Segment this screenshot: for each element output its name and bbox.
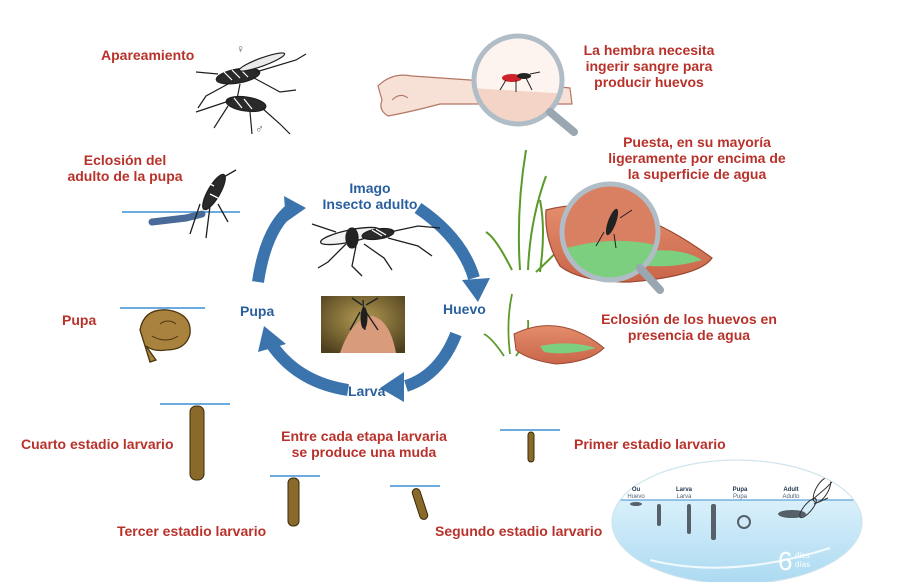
inset-adult-label: Adult Adulto (778, 487, 804, 501)
egg-laying-drawing (485, 149, 713, 294)
inset-days-es: días (795, 560, 811, 569)
inset-pupa-es: Pupa (732, 494, 747, 500)
fourth-instar-larva (189, 405, 205, 481)
pupa-drawing (120, 307, 205, 363)
egg-hatching-line1: Eclosión de los huevos en (601, 311, 777, 327)
egg-laying-line2: ligeramente por encima de (608, 150, 786, 166)
arrow-larva-to-pupa (264, 338, 350, 396)
inset-pupa-en: Pupa (732, 487, 748, 493)
inset-adult-es: Adulto (782, 494, 800, 500)
cycle-pupa-label: Pupa (240, 303, 275, 319)
inset-days-en: dies (795, 551, 810, 560)
fourth-instar-label: Cuarto estadio larvario (21, 436, 174, 452)
second-instar-label: Segundo estadio larvario (435, 523, 603, 539)
inset-egg-label: Ou Huevo (624, 487, 648, 501)
cycle-larva-label: Larva (348, 383, 386, 399)
egg-hatching-drawing (483, 293, 605, 365)
emergence-line1: Eclosión del (83, 152, 167, 168)
inset-pupa-label: Pupa Pupa (728, 487, 752, 501)
adult-mosquito-drawing (311, 223, 441, 277)
third-instar-label: Tercer estadio larvario (117, 523, 267, 539)
inset-egg-es: Huevo (627, 494, 645, 500)
second-instar-larva (411, 488, 429, 520)
cycle-egg-label: Huevo (443, 301, 486, 317)
molt-note-label: Entre cada etapa larvaria se produce una… (268, 428, 460, 460)
inset-adult-en: Adult (783, 487, 799, 493)
adult-label-line2: Insecto adulto (322, 196, 418, 212)
pupa-stage-label: Pupa (62, 312, 97, 328)
third-instar-larva (287, 477, 300, 527)
inset-larva-label: Larva Larva (672, 487, 696, 501)
blood-meal-line3: producir huevos (594, 74, 704, 90)
six-day-cycle-inset (611, 459, 863, 582)
mosquito-photo (321, 296, 405, 353)
first-instar-larva (527, 431, 535, 463)
adult-label-line1: Imago (349, 180, 391, 196)
egg-laying-line3: la superficie de agua (627, 166, 767, 182)
blood-meal-drawing (377, 33, 578, 136)
female-symbol: ♀ (236, 42, 245, 56)
mating-label: Apareamiento (101, 47, 195, 63)
emergence-line2: adulto de la pupa (67, 168, 183, 184)
arrow-egg-to-larva (403, 331, 462, 392)
blood-meal-label: La hembra necesita ingerir sangre para p… (574, 42, 724, 90)
male-symbol: ♂ (255, 122, 264, 136)
larva-drawings (160, 403, 560, 527)
mating-mosquitoes-drawing (195, 52, 307, 135)
first-instar-label: Primer estadio larvario (574, 436, 726, 452)
inset-larva-en: Larva (675, 487, 692, 493)
molt-note-line2: se produce una muda (291, 444, 437, 460)
egg-hatching-line2: presencia de agua (627, 327, 751, 343)
emergence-label: Eclosión del adulto de la pupa (55, 152, 195, 184)
egg-hatching-label: Eclosión de los huevos en presencia de a… (596, 311, 782, 343)
inset-days-text: dies días (795, 551, 810, 569)
egg-laying-line1: Puesta, en su mayoría (623, 134, 771, 150)
blood-meal-line2: ingerir sangre para (585, 58, 713, 74)
inset-larva-es: Larva (676, 494, 692, 500)
cycle-adult-label: Imago Insecto adulto (320, 180, 420, 212)
egg-laying-label: Puesta, en su mayoría ligeramente por en… (597, 134, 797, 182)
blood-meal-line1: La hembra necesita (583, 42, 715, 58)
inset-egg-en: Ou (631, 487, 641, 493)
cycle-arrow-heads (258, 196, 490, 402)
arrow-adult-to-egg (414, 203, 480, 280)
emergence-drawing (122, 169, 240, 239)
inset-days-number: 6 (778, 546, 793, 576)
molt-note-line1: Entre cada etapa larvaria (281, 428, 447, 444)
